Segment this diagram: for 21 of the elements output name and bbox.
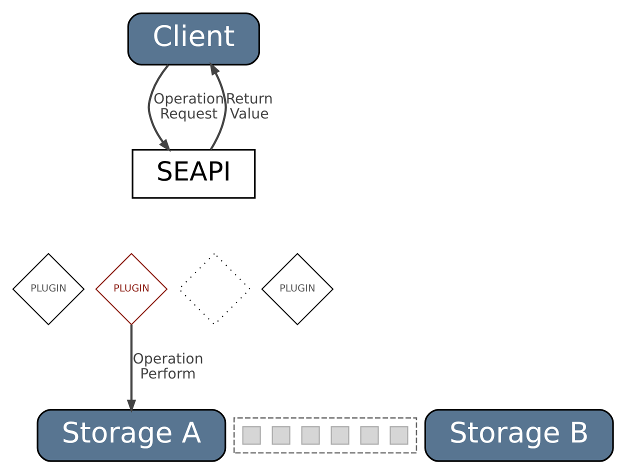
node-box [360,426,379,445]
node-box: Client [127,12,260,66]
node-box [272,426,290,445]
arrow [126,324,136,413]
arrow [148,64,171,152]
node-diamond [178,252,251,326]
edge-label: Operation Request [153,91,224,123]
cluster [233,417,418,454]
node-box [301,426,320,445]
edge-label: Operation Perform [132,351,204,383]
node-box [330,426,350,445]
node-box [242,426,261,445]
node-box [390,426,408,445]
node-diamond: PLUGIN [95,252,168,326]
edge-label: Return Value [226,91,273,123]
node-box: Storage B [424,408,614,462]
node-diamond: PLUGIN [12,252,85,326]
arrow [210,62,227,150]
node-diamond: PLUGIN [261,252,334,326]
node-box: Storage A [36,408,226,462]
node-box: SEAPI [132,149,256,199]
